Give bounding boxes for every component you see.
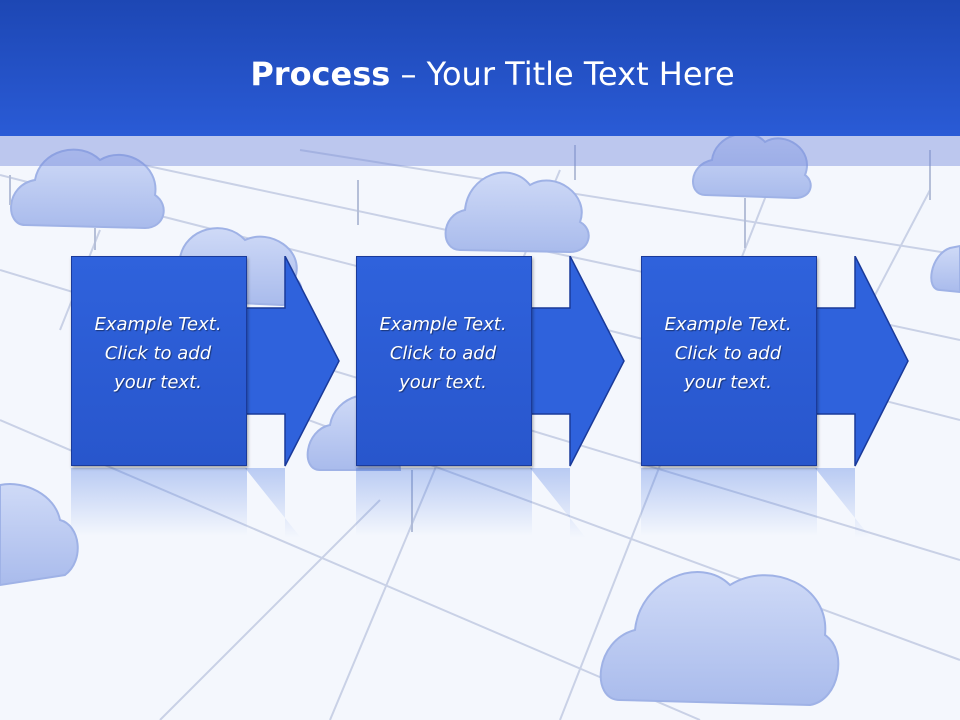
step-reflection <box>641 468 871 538</box>
step-text-line: your text. <box>684 372 772 393</box>
step-text[interactable]: Example Text. Click to add your text. <box>641 310 815 397</box>
arrow-right-icon <box>525 256 625 467</box>
cloud-icon <box>930 244 960 294</box>
step-box[interactable] <box>71 256 247 466</box>
step-text-line: your text. <box>114 372 202 393</box>
title-bold-part: Process <box>250 55 391 93</box>
cloud-icon <box>10 148 165 230</box>
step-text-line: Click to add <box>674 343 782 364</box>
process-step-2[interactable]: Example Text. Click to add your text. <box>356 256 626 556</box>
step-text-line: your text. <box>399 372 487 393</box>
step-text-line: Example Text. <box>94 314 222 335</box>
step-box[interactable] <box>641 256 817 466</box>
cloud-icon <box>692 132 812 200</box>
cloud-icon <box>0 483 79 587</box>
arrow-right-icon <box>240 256 340 467</box>
process-step-1[interactable]: Example Text. Click to add your text. <box>71 256 341 556</box>
step-text-line: Example Text. <box>664 314 792 335</box>
step-text[interactable]: Example Text. Click to add your text. <box>71 310 245 397</box>
step-text-line: Click to add <box>389 343 497 364</box>
step-text[interactable]: Example Text. Click to add your text. <box>356 310 530 397</box>
step-box[interactable] <box>356 256 532 466</box>
title-bar-band <box>0 136 960 166</box>
title-bar <box>0 0 960 136</box>
cloud-icon <box>599 571 840 707</box>
step-reflection <box>356 468 586 538</box>
step-reflection <box>71 468 301 538</box>
arrow-right-icon <box>810 256 909 467</box>
process-step-3[interactable]: Example Text. Click to add your text. <box>641 256 911 556</box>
step-text-line: Example Text. <box>379 314 507 335</box>
step-text-line: Click to add <box>104 343 212 364</box>
cloud-icon <box>444 171 590 254</box>
slide-title[interactable]: Process – Your Title Text Here <box>0 52 960 96</box>
title-rest-part: – Your Title Text Here <box>390 55 735 93</box>
